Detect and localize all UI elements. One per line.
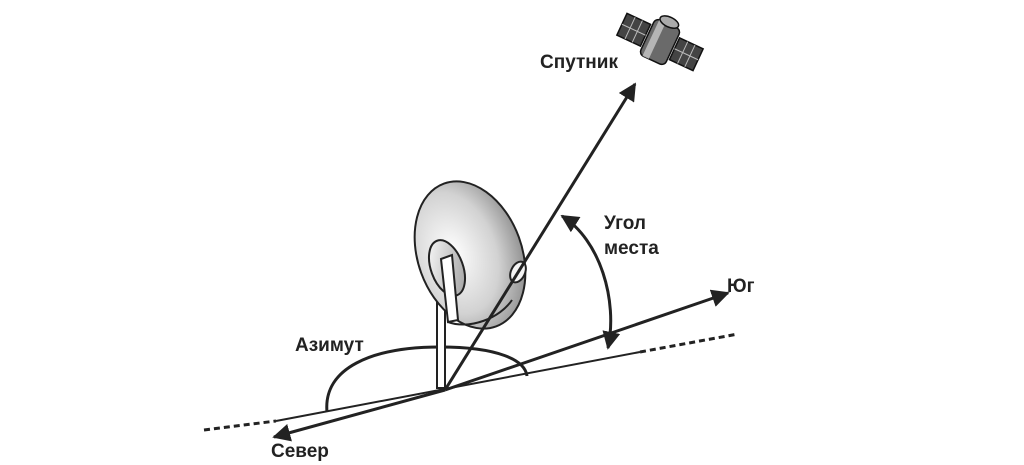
- satellite-direction-arrow: [443, 82, 637, 391]
- dish-reflector: [413, 180, 527, 330]
- elevation-angle-label-line2: места: [604, 238, 659, 259]
- north-arrow: [272, 388, 446, 442]
- satellite-label: Спутник: [540, 52, 618, 73]
- satellite-icon: [615, 12, 705, 72]
- azimuth-label: Азимут: [295, 335, 364, 356]
- elevation-angle-arc: [560, 214, 621, 350]
- south-label: Юг: [727, 276, 755, 297]
- north-label: Север: [271, 441, 329, 462]
- elevation-angle-label-line1: Угол: [604, 213, 646, 234]
